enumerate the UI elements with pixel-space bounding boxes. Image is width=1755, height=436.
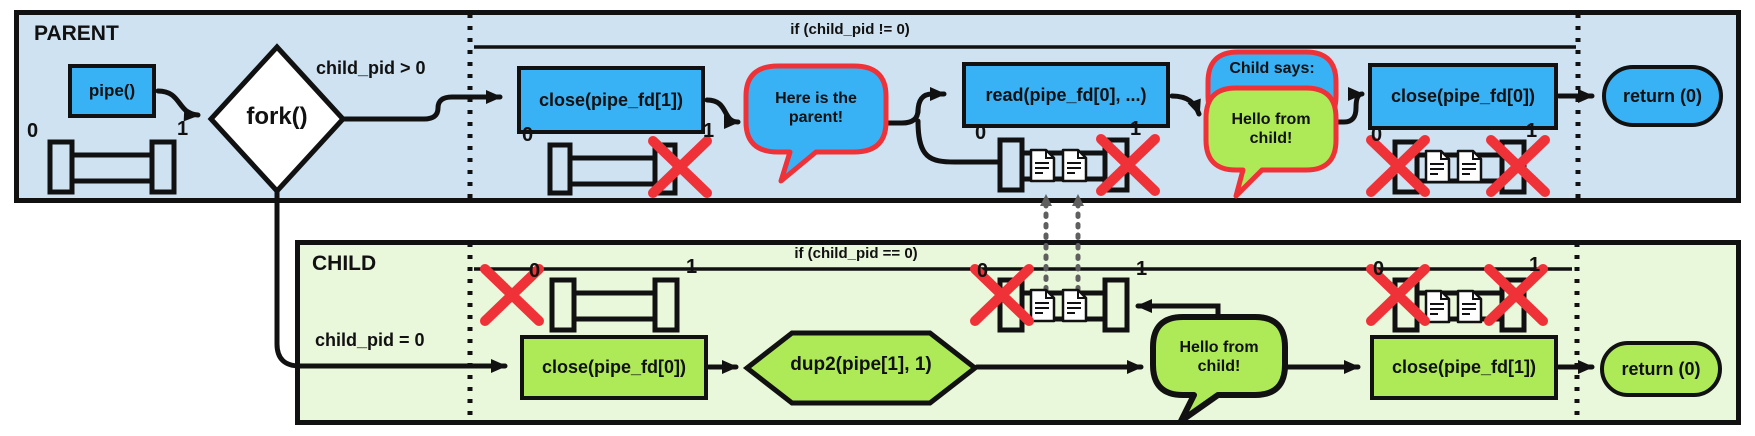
fd1-label: 1 (177, 118, 189, 140)
fd1-label: 1 (1130, 118, 1142, 140)
fd0-label: 0 (27, 120, 39, 142)
parent-branch-condition: child_pid > 0 (316, 58, 426, 78)
parent-speech-text: Here is the parent! (775, 89, 857, 126)
parent-close-write-node: close(pipe_fd[1]) (517, 66, 705, 134)
child-if-condition: if (child_pid == 0) (794, 245, 918, 262)
parent-if-condition: if (child_pid != 0) (790, 21, 910, 38)
child-lane-title: CHILD (312, 252, 377, 275)
fd0-label: 0 (529, 260, 541, 282)
fork-call-label: fork() (246, 103, 308, 130)
parent-lane-title: PARENT (34, 22, 119, 45)
fd1-label: 1 (703, 120, 715, 142)
child-says-title-text: Child says: (1229, 60, 1315, 78)
fd0-label: 0 (522, 124, 534, 146)
child-close-read-node: close(pipe_fd[0]) (520, 335, 708, 400)
fd0-label: 0 (1373, 258, 1385, 280)
pipe-call-node: pipe() (68, 64, 156, 118)
parent-return-node: return (0) (1602, 65, 1723, 127)
fd1-label: 1 (1529, 254, 1541, 276)
fd0-label: 0 (1371, 124, 1383, 146)
child-close-write-node: close(pipe_fd[1]) (1370, 335, 1558, 400)
child-return-node: return (0) (1600, 341, 1722, 397)
child-branch-condition: child_pid = 0 (315, 330, 425, 350)
fd0-label: 0 (975, 122, 987, 144)
parent-read-node: read(pipe_fd[0], ...) (962, 62, 1170, 128)
child-speech-text: Hello from child! (1179, 338, 1259, 375)
child-says-message-text: Hello from child! (1231, 110, 1311, 147)
fd0-label: 0 (977, 260, 989, 282)
fd1-label: 1 (1526, 120, 1538, 142)
fd1-label: 1 (1136, 258, 1148, 280)
parent-close-read-node: close(pipe_fd[0]) (1368, 63, 1558, 130)
dup2-call-label: dup2(pipe[1], 1) (790, 354, 932, 375)
fd1-label: 1 (686, 256, 698, 278)
